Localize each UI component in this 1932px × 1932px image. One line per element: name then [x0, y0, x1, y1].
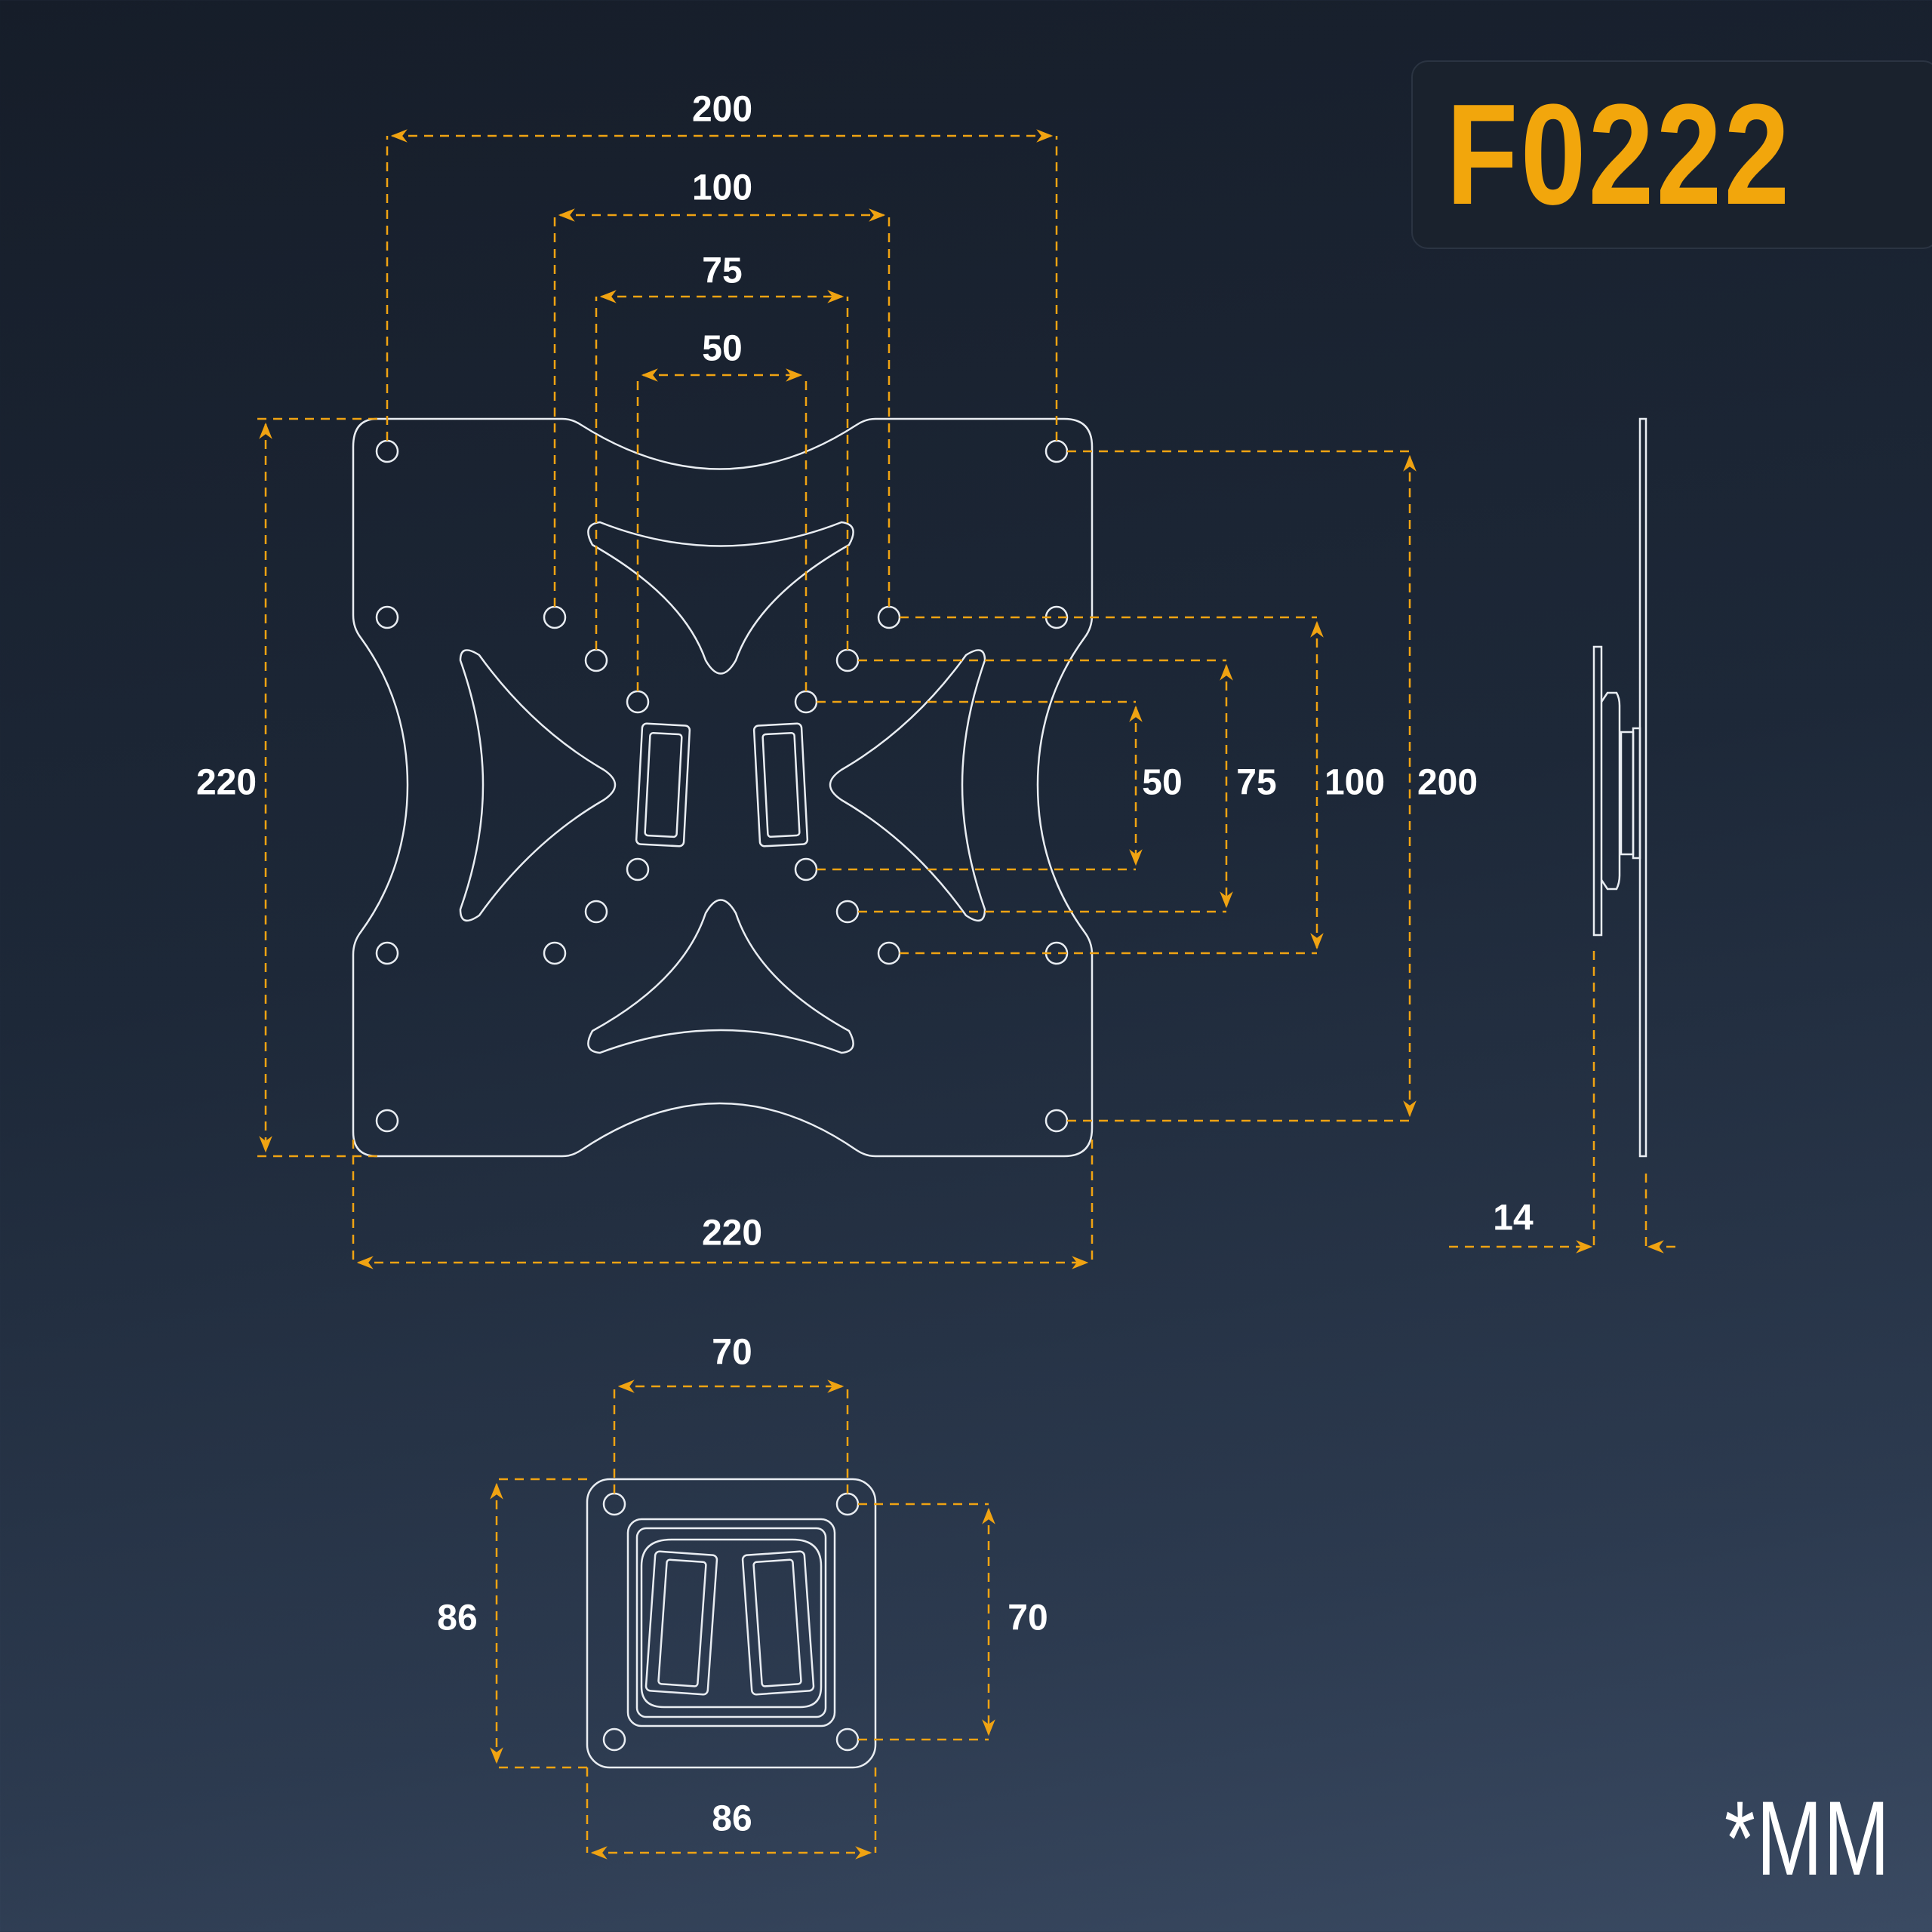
unit-note: *MM	[1724, 1779, 1891, 1897]
label-top-200: 200	[692, 90, 752, 130]
label-right-100: 100	[1324, 763, 1385, 803]
label-right-200: 200	[1417, 763, 1478, 803]
label-wall-top-70: 70	[712, 1333, 752, 1373]
label-top-75: 75	[702, 251, 742, 291]
label-top-100: 100	[692, 168, 752, 208]
mounting-holes	[375, 439, 1069, 1133]
label-front-height: 220	[196, 763, 257, 803]
label-side-depth: 14	[1493, 1198, 1534, 1238]
wall-plate	[586, 1478, 877, 1769]
label-wall-width-86: 86	[712, 1799, 752, 1839]
model-number: F0222	[1445, 75, 1792, 235]
dimension-labels: 200 100 75 50 220 220 50 75 100 200 14 7…	[196, 90, 1534, 1839]
model-badge: F0222	[1411, 60, 1932, 249]
label-wall-right-70: 70	[1008, 1598, 1048, 1638]
side-view	[1449, 417, 1675, 1254]
label-right-50: 50	[1142, 763, 1182, 803]
wall-plate-dimensions	[490, 1380, 995, 1860]
label-top-50: 50	[702, 329, 742, 369]
front-plate	[352, 417, 1094, 1158]
label-wall-height-86: 86	[437, 1598, 477, 1638]
label-right-75: 75	[1236, 763, 1276, 803]
front-dimensions	[257, 129, 1417, 1269]
label-front-width: 220	[702, 1214, 762, 1254]
